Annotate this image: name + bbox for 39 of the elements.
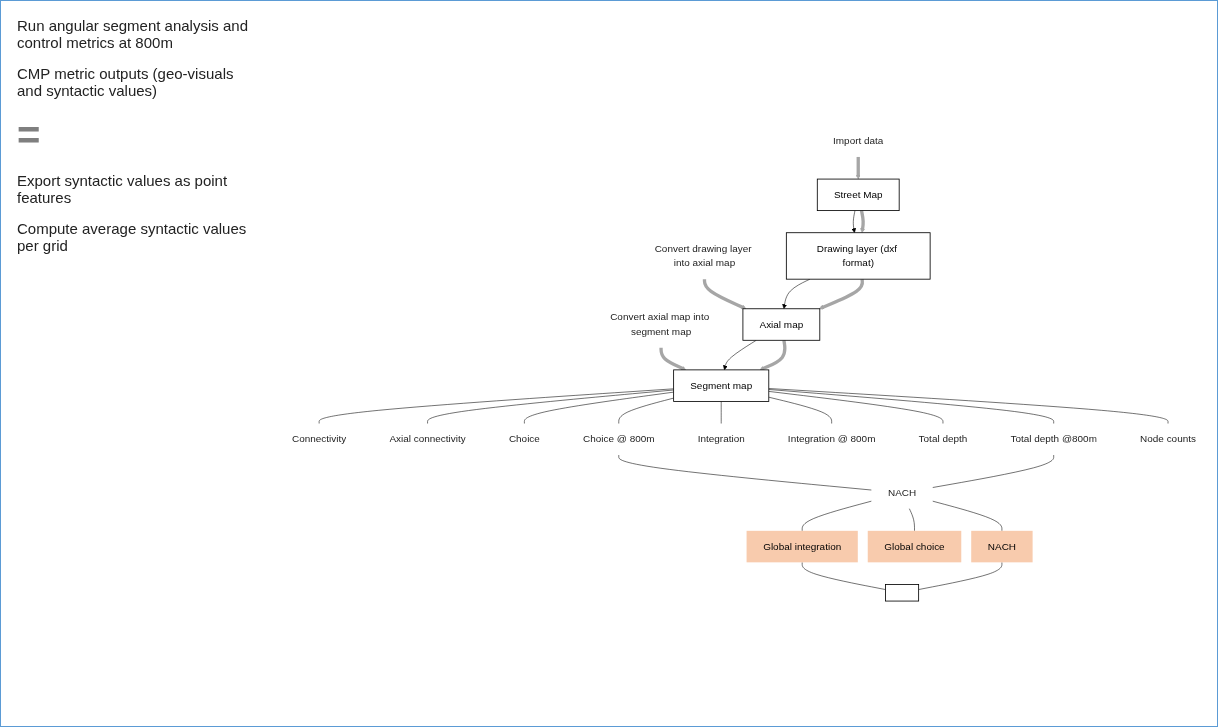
node-box: Street Map: [816, 178, 900, 212]
connector: [618, 398, 674, 425]
node-box: Global integration: [746, 531, 858, 563]
connector: [427, 389, 674, 425]
arrow: [659, 348, 687, 371]
node-text: Axial connectivity: [389, 433, 466, 445]
node-text: NACH: [887, 487, 917, 499]
node-text: Integration @ 800m: [787, 433, 876, 445]
arrow: [819, 279, 865, 310]
node-box: Segment map: [673, 369, 770, 403]
connector: [524, 392, 674, 425]
node-text: Integration: [697, 433, 745, 445]
node-text: Node counts: [1140, 433, 1196, 445]
node-box: Drawing layer (dxf format): [785, 232, 931, 280]
node-text: Choice: [508, 433, 540, 445]
note-text: CMP metric outputs (geo-visuals and syntactic values): [17, 65, 235, 99]
node-text: Convert axial map into segment map: [610, 311, 710, 338]
node-box: [885, 584, 920, 602]
connector: [801, 562, 886, 591]
note-text: Export syntactic values as point features: [17, 172, 229, 206]
node-text: Choice @ 800m: [583, 433, 655, 445]
arrow: [855, 157, 861, 180]
note-text: Compute average syntactic values per grid: [17, 220, 248, 254]
node-text: Total depth: [918, 433, 968, 445]
node-box: Global choice: [867, 531, 962, 563]
connector: [318, 388, 674, 425]
node-text: Convert drawing layer into axial map: [654, 242, 752, 269]
connector: [918, 562, 1003, 591]
node-text: Connectivity: [292, 433, 347, 445]
node-text: Import data: [833, 135, 884, 147]
node-box: Axial map: [742, 308, 821, 341]
node-box: NACH: [971, 531, 1033, 563]
note-text: Run angular segment analysis and control metrics at 800m: [17, 17, 249, 51]
node-text: Total depth @800m: [1010, 433, 1097, 445]
arrow: [759, 340, 787, 371]
arrow: [859, 210, 866, 234]
connector: [720, 401, 722, 425]
equals-sign: =: [17, 113, 42, 158]
arrow: [702, 279, 747, 310]
